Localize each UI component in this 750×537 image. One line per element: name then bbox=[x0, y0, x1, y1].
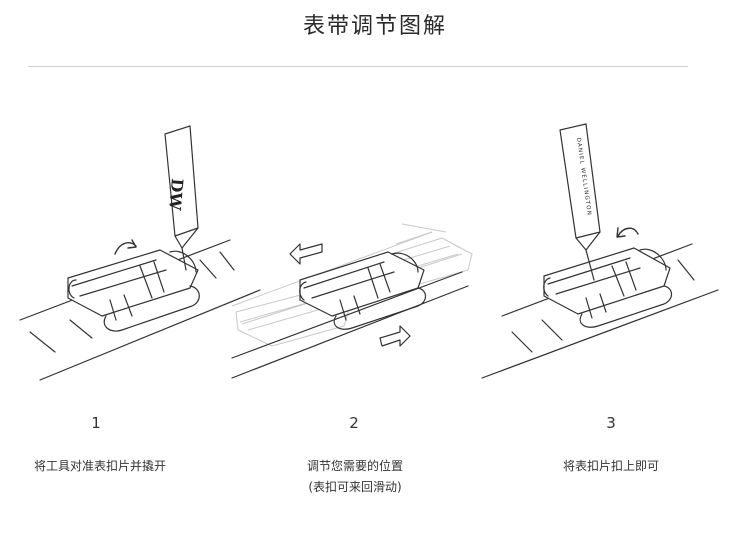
step-2-caption: 调节您需要的位置 (表扣可来回滑动) bbox=[235, 456, 475, 498]
step-2-caption-line-2: (表扣可来回滑动) bbox=[308, 480, 402, 494]
step-2-drawing bbox=[231, 223, 473, 379]
step-1-number: 1 bbox=[91, 414, 101, 432]
step-2-caption-line-1: 调节您需要的位置 bbox=[306, 459, 403, 473]
step-1-caption: 将工具对准表扣片并撬开 bbox=[0, 456, 220, 477]
step-2-number: 2 bbox=[349, 414, 359, 432]
step-1-tool-logo: DW bbox=[165, 178, 187, 212]
step-3-caption: 将表扣片扣上即可 bbox=[491, 456, 731, 477]
step-1-illustration: DW bbox=[19, 120, 261, 390]
step-3-drawing: DANIEL WELLINGTON bbox=[481, 123, 719, 379]
step-3-number: 3 bbox=[606, 414, 616, 432]
step-2-illustration bbox=[231, 120, 473, 390]
page-title: 表带调节图解 bbox=[302, 14, 447, 39]
step-1-drawing: DW bbox=[19, 125, 261, 381]
step-3-caption-line-1: 将表扣片扣上即可 bbox=[562, 459, 659, 473]
divider bbox=[28, 66, 688, 67]
step-3-illustration: DANIEL WELLINGTON bbox=[481, 120, 722, 390]
step-1-caption-line-1: 将工具对准表扣片并撬开 bbox=[33, 459, 166, 473]
